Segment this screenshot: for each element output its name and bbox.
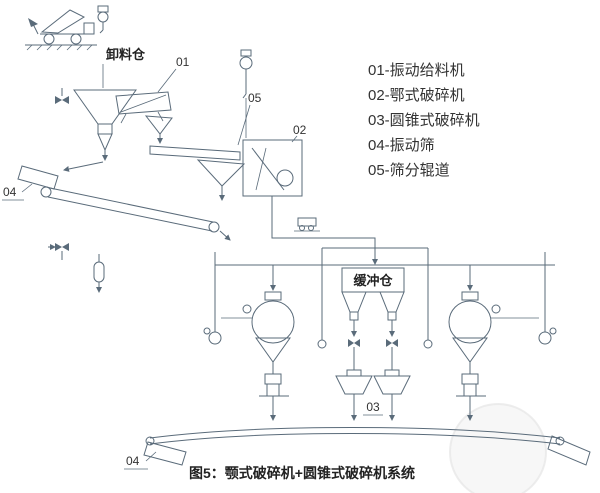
callout-01-leader — [157, 68, 177, 93]
jaw-crusher-shape — [242, 139, 378, 265]
callout-02-label: 02 — [293, 123, 307, 137]
legend-item-04: 04-振动筛 — [368, 137, 435, 154]
legend-item-03: 03-圆锥式破碎机 — [368, 112, 480, 129]
vibrating-screen-bottom-right-shape — [547, 435, 591, 466]
callout-05-leader — [237, 104, 251, 146]
screening-roller-shape — [149, 145, 246, 201]
legend-item-05: 05-筛分辊道 — [368, 162, 450, 179]
vibrating-screen-bottom-left-shape — [143, 441, 187, 466]
dump-truck-icon — [25, 9, 97, 51]
small-truck-icon — [294, 217, 320, 232]
buffer-bin-shape — [341, 267, 405, 293]
callout-04-top-label: 04 — [3, 185, 17, 199]
unloading-bin-shape — [55, 88, 137, 172]
callout-05-label: 05 — [248, 91, 262, 105]
figure-caption: 图5：颚式破碎机+圆锥式破碎机系统 — [189, 465, 415, 481]
callout-01-label: 01 — [176, 55, 190, 69]
cyclone-unit-left-shape — [221, 265, 295, 421]
legend-block: 01-振动给料机 02-鄂式破碎机 03-圆锥式破碎机 04-振动筛 05-筛分… — [368, 62, 480, 179]
legend-item-01: 01-振动给料机 — [368, 62, 465, 79]
hoist-icon-top — [97, 5, 109, 88]
cone-crusher-right-shape — [373, 369, 411, 421]
tank-icon-mid — [93, 254, 105, 293]
callout-04-bottom-label: 04 — [126, 454, 140, 468]
lower-frame-lines — [203, 247, 557, 349]
callout-02-leader — [291, 135, 298, 143]
vibrating-feeder-shape — [115, 91, 173, 144]
inclined-conveyor-shape — [40, 186, 231, 241]
bottom-conveyor-shape — [145, 427, 565, 446]
buffer-funnels-shape — [341, 291, 405, 370]
buffer-bin-label: 缓冲仓 — [353, 273, 393, 288]
watermark-circle — [449, 403, 547, 493]
unloading-bin-label: 卸料仓 — [106, 47, 146, 62]
cone-crusher-left-shape — [335, 369, 373, 421]
legend-item-02: 02-鄂式破碎机 — [368, 87, 465, 104]
callout-03-label: 03 — [366, 400, 380, 414]
valve-icon-mid — [48, 243, 69, 260]
cyclone-unit-right-shape — [448, 265, 539, 421]
